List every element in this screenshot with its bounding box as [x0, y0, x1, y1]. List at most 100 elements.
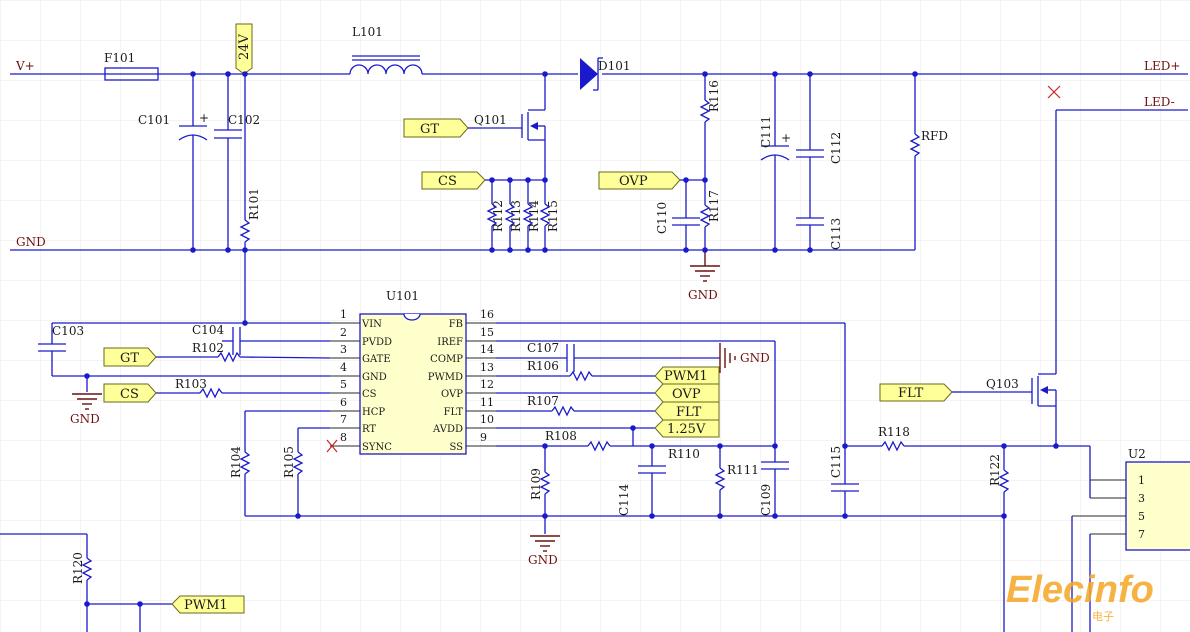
port-24v[interactable]: 24V — [235, 23, 253, 75]
label-r113: R113 — [509, 200, 523, 232]
svg-text:FLT: FLT — [898, 386, 924, 401]
label-r114: R114 — [527, 200, 541, 232]
resistor-r118[interactable] — [845, 440, 1090, 452]
net-label-gnd: GND — [16, 235, 46, 249]
label-c111: C111 — [759, 116, 773, 148]
resistor-r112[interactable] — [486, 180, 498, 250]
mosfet-q101[interactable] — [475, 74, 546, 180]
port-ovp-top[interactable]: OVP — [598, 171, 681, 190]
ic-u2[interactable] — [1071, 446, 1190, 632]
resistor-r101[interactable] — [239, 74, 251, 322]
u101-pin-name: AVDD — [432, 424, 463, 435]
resistor-r105[interactable] — [292, 427, 330, 516]
inductor-l101[interactable] — [349, 55, 423, 75]
label-u101: U101 — [386, 289, 419, 303]
u2-pin-num: 3 — [1138, 492, 1145, 505]
resistor-r104[interactable] — [239, 410, 330, 516]
u101-pin-num: 15 — [480, 326, 494, 339]
gnd-label-bottom: GND — [528, 553, 558, 567]
label-r117: R117 — [707, 190, 721, 222]
label-r105: R105 — [282, 446, 296, 478]
wire-vin[interactable] — [38, 322, 330, 376]
label-c109: C109 — [759, 484, 773, 516]
u101-pin-num: 14 — [480, 343, 494, 356]
label-c115: C115 — [829, 446, 843, 478]
resistor-r114[interactable] — [522, 180, 534, 250]
capacitor-c110[interactable] — [672, 180, 700, 250]
port-flt-right[interactable]: FLT — [879, 383, 953, 402]
capacitor-c104[interactable] — [222, 327, 330, 355]
resistor-r113[interactable] — [504, 180, 516, 250]
resistor-r117[interactable] — [699, 180, 711, 250]
label-r112: R112 — [491, 200, 505, 232]
port-ovp-u101[interactable]: OVP — [654, 383, 720, 403]
ic-u101[interactable] — [359, 313, 467, 455]
capacitor-c102[interactable] — [214, 74, 242, 250]
wire-fb[interactable] — [496, 322, 846, 484]
resistor-r108[interactable] — [496, 440, 775, 452]
capacitor-c114[interactable] — [638, 446, 666, 516]
wire-bottom-gnd[interactable] — [245, 515, 1004, 534]
u101-pin-name: PVDD — [362, 337, 392, 348]
capacitor-c107[interactable] — [496, 344, 720, 372]
resistor-r116[interactable] — [699, 74, 711, 180]
port-1v25[interactable]: 1.25V — [654, 419, 720, 438]
capacitor-c109[interactable] — [761, 461, 789, 516]
port-cs-left[interactable]: CS — [103, 383, 157, 403]
label-c114: C114 — [617, 484, 631, 516]
u101-pin-name: RT — [362, 424, 376, 435]
label-r103: R103 — [175, 377, 207, 391]
port-flt-u101[interactable]: FLT — [654, 401, 720, 421]
port-pwm1-bottom[interactable]: PWM1 — [171, 595, 245, 614]
resistor-r109[interactable] — [539, 446, 551, 516]
net-label-led-plus: LED+ — [1144, 59, 1180, 73]
label-r120: R120 — [71, 552, 85, 584]
capacitor-c101[interactable]: + — [178, 74, 209, 250]
x-marker-sync — [326, 439, 338, 453]
port-gt-left[interactable]: GT — [103, 347, 157, 367]
gnd-label-comp: GND — [740, 351, 770, 365]
label-r118: R118 — [878, 425, 910, 439]
wire-iref[interactable] — [496, 340, 776, 462]
resistor-rfd[interactable] — [909, 74, 921, 250]
u101-pin-name: SYNC — [362, 442, 392, 453]
u101-pin-num: 16 — [480, 308, 494, 321]
u2-pin-num: 1 — [1138, 474, 1145, 487]
resistor-r102[interactable] — [156, 351, 331, 363]
svg-text:PWM1: PWM1 — [664, 369, 708, 384]
svg-text:+: + — [199, 111, 209, 125]
svg-text:PWM1: PWM1 — [184, 598, 228, 613]
label-c104: C104 — [192, 323, 224, 337]
port-gt-top[interactable]: GT — [403, 118, 469, 138]
label-r116: R116 — [707, 80, 721, 112]
u101-pin-name: VIN — [361, 319, 382, 330]
diode-d101[interactable] — [580, 57, 603, 91]
x-marker-top — [1047, 85, 1061, 99]
port-pwm1-u101[interactable]: PWM1 — [654, 366, 720, 385]
capacitor-c111[interactable]: + — [760, 74, 791, 250]
u101-pin-num: 12 — [480, 378, 494, 391]
resistor-r115[interactable] — [539, 180, 551, 250]
u2-pin-num: 7 — [1138, 528, 1145, 541]
capacitor-c112[interactable] — [796, 74, 824, 250]
svg-text:OVP: OVP — [672, 387, 701, 402]
svg-text:电子: 电子 — [1092, 610, 1114, 623]
label-r101: R101 — [247, 188, 261, 220]
mosfet-q103[interactable] — [960, 373, 1057, 446]
resistor-r106[interactable] — [496, 370, 655, 382]
u101-pin-num: 6 — [340, 396, 347, 409]
port-cs-top[interactable]: CS — [421, 171, 486, 190]
wire-avdd[interactable] — [496, 427, 655, 446]
u101-pin-name: GND — [362, 372, 387, 383]
label-c110: C110 — [655, 202, 669, 234]
led-minus-net[interactable] — [1055, 109, 1188, 374]
resistor-r111[interactable] — [714, 446, 726, 516]
u101-pin-name: FB — [449, 319, 463, 330]
resistor-r103[interactable] — [156, 387, 330, 399]
u101-pin-num: 10 — [480, 413, 494, 426]
net-label-led-minus: LED- — [1144, 95, 1175, 109]
resistor-r107[interactable] — [496, 405, 655, 417]
capacitor-c115[interactable] — [831, 483, 859, 516]
svg-text:GT: GT — [120, 351, 139, 366]
